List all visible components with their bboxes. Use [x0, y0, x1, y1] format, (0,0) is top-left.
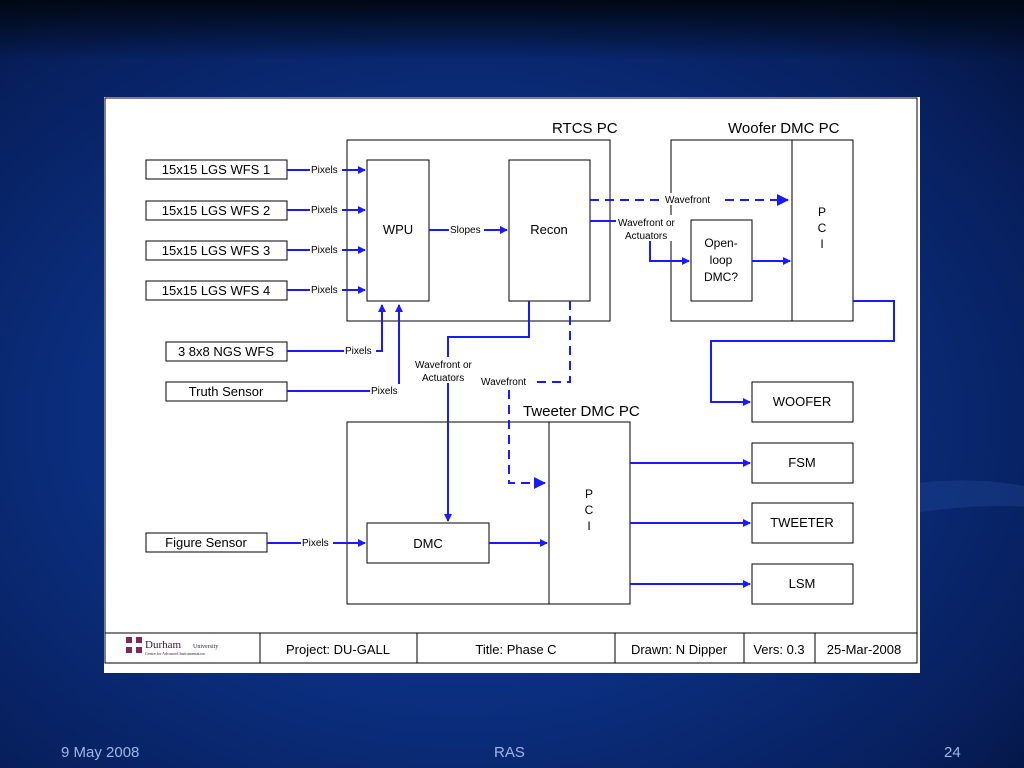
- pixels-label-lgs2: Pixels: [311, 205, 338, 216]
- open-loop-label-1: Open-: [704, 236, 737, 250]
- durham-university-logo: Durham University Centre for Advanced In…: [126, 637, 218, 656]
- date-field: 25-Mar-2008: [827, 642, 901, 657]
- wavefront-label-woofer: Wavefront: [665, 195, 710, 206]
- tweeter-pci-letter-c: C: [585, 503, 594, 517]
- woofer-output-label: WOOFER: [773, 394, 832, 409]
- tweeter-output-box: [751, 502, 854, 544]
- wavefront-label-tweeter: Wavefront: [481, 377, 526, 388]
- truth-sensor-label: Truth Sensor: [189, 384, 264, 399]
- woofer-output-box: [751, 381, 854, 423]
- actuators-label-woofer: Actuators: [625, 231, 667, 242]
- pixels-label-lgs3: Pixels: [311, 245, 338, 256]
- lgs-wfs-3-label: 15x15 LGS WFS 3: [162, 243, 270, 258]
- pixels-label-ngs: Pixels: [345, 346, 372, 357]
- woofer-pci-to-woofer-arrow: [710, 300, 895, 406]
- ngs-wfs-label: 3 8x8 NGS WFS: [178, 344, 274, 359]
- slopes-label: Slopes: [450, 225, 481, 236]
- footer-page-number: 24: [944, 744, 961, 761]
- top-dark-band: [0, 0, 1024, 60]
- actuators-label-tweeter: Actuators: [422, 373, 464, 384]
- version-field: Vers: 0.3: [753, 642, 804, 657]
- recon-block: [508, 159, 591, 302]
- tweeter-pci-block: [548, 421, 631, 605]
- pixels-label-figure: Pixels: [302, 538, 329, 549]
- tweeter-output-label: TWEETER: [770, 515, 834, 530]
- woofer-dmc-pc-label: Woofer DMC PC: [728, 120, 840, 137]
- system-block-diagram: RTCS PC Woofer DMC PC Tweeter DMC PC WPU…: [104, 97, 920, 673]
- wavefront-or-label-woofer: Wavefront or: [618, 218, 676, 229]
- lgs-wfs-1-label: 15x15 LGS WFS 1: [162, 162, 270, 177]
- tweeter-dmc-pc-label: Tweeter DMC PC: [523, 403, 640, 420]
- rtcs-pc-box: [346, 139, 611, 322]
- wpu-block: [366, 159, 430, 302]
- title-block: Durham University Centre for Advanced In…: [105, 632, 917, 663]
- svg-text:Durham: Durham: [145, 639, 181, 651]
- figure-sensor-label: Figure Sensor: [165, 535, 247, 550]
- wpu-label: WPU: [383, 222, 413, 237]
- woofer-pci-letter-i: I: [820, 237, 823, 251]
- footer-date: 9 May 2008: [61, 744, 140, 761]
- ngs-to-wpu-arrow: [287, 304, 386, 352]
- lsm-output-label: LSM: [789, 576, 816, 591]
- pixels-label-truth: Pixels: [371, 386, 398, 397]
- woofer-pci-letter-p: P: [818, 205, 826, 219]
- title-field: Title: Phase C: [475, 642, 556, 657]
- open-loop-label-2: loop: [710, 253, 733, 267]
- woofer-pci-block: [791, 139, 854, 322]
- dmc-label: DMC: [413, 536, 443, 551]
- project-field: Project: DU-GALL: [286, 642, 390, 657]
- drawn-field: Drawn: N Dipper: [631, 642, 728, 657]
- footer-center-label: RAS: [494, 744, 525, 761]
- drawing-border: [104, 97, 918, 664]
- svg-text:University: University: [193, 644, 218, 650]
- tweeter-pci-letter-i: I: [587, 519, 590, 533]
- pixels-label-lgs4: Pixels: [311, 285, 338, 296]
- lsm-output-box: [751, 563, 854, 605]
- recon-label: Recon: [530, 222, 568, 237]
- svg-text:Centre for Advanced Instrument: Centre for Advanced Instrumentation: [145, 651, 205, 656]
- rtcs-pc-label: RTCS PC: [552, 120, 618, 137]
- lgs-wfs-4-label: 15x15 LGS WFS 4: [162, 283, 270, 298]
- wavefront-or-label-tweeter: Wavefront or: [415, 360, 473, 371]
- fsm-output-label: FSM: [788, 455, 815, 470]
- fsm-output-box: [751, 442, 854, 484]
- lgs-wfs-2-label: 15x15 LGS WFS 2: [162, 203, 270, 218]
- tweeter-pci-letter-p: P: [585, 487, 593, 501]
- pixels-label-lgs1: Pixels: [311, 165, 338, 176]
- woofer-pci-letter-c: C: [818, 221, 827, 235]
- open-loop-label-3: DMC?: [704, 270, 738, 284]
- recon-to-dmc-arrow: [444, 301, 530, 522]
